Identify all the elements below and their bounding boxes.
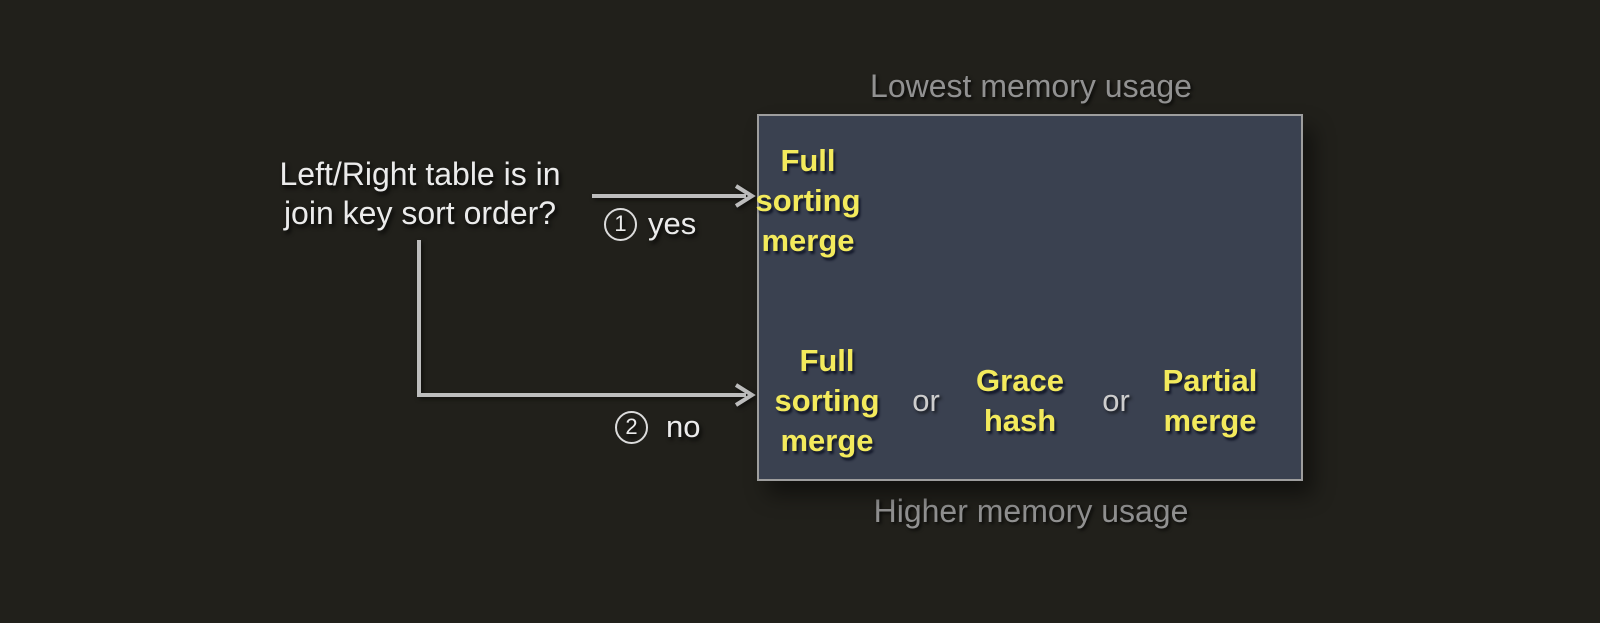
yes-arrowhead-icon (734, 184, 756, 208)
or-separator-2: or (1102, 383, 1130, 418)
no-arrowhead-icon (734, 383, 756, 407)
or-separator-1: or (912, 383, 940, 418)
algorithm-full-sorting-merge-unsorted-case: Full sorting merge (774, 343, 880, 458)
question-text: Left/Right table is in join key sort ord… (220, 155, 620, 233)
branch-yes-text: yes (648, 206, 697, 241)
question-line-1: Left/Right table is in (279, 156, 561, 192)
circled-number-1-icon: 1 (604, 207, 637, 241)
algorithm-partial-merge: Partial merge (1162, 363, 1258, 438)
no-arrow-elbow-line (417, 240, 746, 397)
algorithm-box: Full sorting merge Full sorting merge or… (755, 114, 1303, 481)
branch-no-text: no (666, 409, 701, 444)
circled-number-2-icon: 2 (615, 410, 648, 444)
question-line-2: join key sort order? (283, 195, 557, 231)
branch-label-no: 2 no (615, 409, 700, 445)
algorithm-full-sorting-merge-sorted-case: Full sorting merge (755, 143, 861, 258)
lowest-memory-caption: Lowest memory usage (870, 68, 1192, 104)
algorithm-grace-hash: Grace hash (976, 363, 1064, 438)
higher-memory-caption: Higher memory usage (873, 493, 1189, 529)
branch-label-yes: 1 yes (604, 206, 696, 242)
